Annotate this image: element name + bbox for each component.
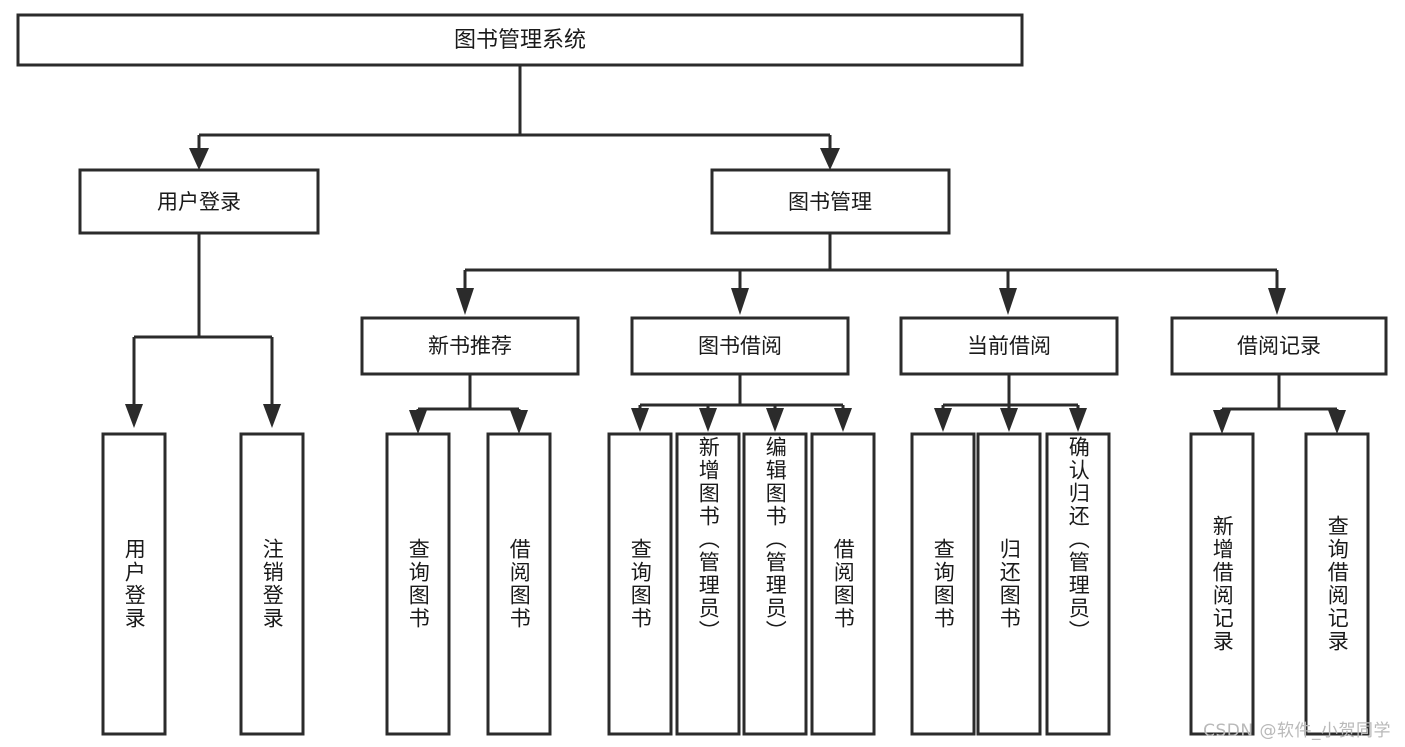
new-book-recommend-label: 新书推荐 bbox=[428, 334, 512, 358]
arrow-head-borrow-1 bbox=[631, 408, 649, 432]
arrow-head-current-2 bbox=[1000, 408, 1018, 432]
arrow-head-borrow-2 bbox=[699, 408, 717, 432]
borrow-records-box[interactable] bbox=[1170, 316, 1388, 376]
leaf-box-current-3[interactable] bbox=[1045, 432, 1111, 736]
arrow-head-records-1 bbox=[1213, 410, 1231, 434]
leaf-box-borrow-4[interactable] bbox=[810, 432, 876, 736]
user-login-label: 用户登录 bbox=[157, 190, 241, 214]
arrow-head-bookmgmt-3 bbox=[999, 288, 1017, 315]
leaf-box-new-book-1[interactable] bbox=[385, 432, 451, 736]
current-borrow-box[interactable] bbox=[899, 316, 1119, 376]
arrow-head-current-3 bbox=[1069, 408, 1087, 432]
node-root[interactable]: 图书管理系统 bbox=[16, 13, 1024, 67]
arrow-head-borrow-3 bbox=[766, 408, 784, 432]
leaf-box-current-2[interactable] bbox=[976, 432, 1042, 736]
current-borrow-label: 当前借阅 bbox=[967, 334, 1051, 358]
arrow-head-userlogin-2 bbox=[263, 404, 281, 428]
node-user-login[interactable]: 用户登录 bbox=[78, 168, 320, 235]
book-borrow-box[interactable] bbox=[630, 316, 850, 376]
arrow-head-bookmgmt-2 bbox=[731, 288, 749, 315]
node-book-management[interactable]: 图书管理 bbox=[710, 168, 951, 235]
book-management-box[interactable] bbox=[710, 168, 951, 235]
root-label: 图书管理系统 bbox=[454, 28, 586, 53]
leaf-box-new-book-2[interactable] bbox=[486, 432, 552, 736]
book-management-label: 图书管理 bbox=[788, 190, 872, 214]
node-new-book-recommend[interactable]: 新书推荐 bbox=[360, 316, 580, 376]
node-borrow-records[interactable]: 借阅记录 bbox=[1170, 316, 1388, 376]
leaf-box-records-1[interactable] bbox=[1189, 432, 1255, 736]
arrow-head-userlogin-1 bbox=[125, 404, 143, 428]
arrow-head-records-2 bbox=[1328, 410, 1346, 434]
arrow-head-to-book-mgmt bbox=[820, 148, 840, 170]
arrow-head-bookmgmt-4 bbox=[1268, 288, 1286, 315]
arrow-head-newbook-1 bbox=[409, 410, 427, 434]
book-borrow-label: 图书借阅 bbox=[698, 334, 782, 358]
leaf-box-user-login-2[interactable] bbox=[239, 432, 305, 736]
root-box[interactable] bbox=[16, 13, 1024, 67]
leaf-box-borrow-1[interactable] bbox=[607, 432, 673, 736]
leaf-box-borrow-2[interactable] bbox=[675, 432, 741, 736]
leaf-box-borrow-3[interactable] bbox=[742, 432, 808, 736]
csdn-watermark: CSDN @软件_小贺同学 bbox=[1203, 721, 1391, 741]
arrow-head-to-user-login bbox=[189, 148, 209, 170]
node-book-borrow[interactable]: 图书借阅 bbox=[630, 316, 850, 376]
leaf-box-records-2[interactable] bbox=[1304, 432, 1370, 736]
leaf-box-current-1[interactable] bbox=[910, 432, 976, 736]
leaf-box-user-login-1[interactable] bbox=[101, 432, 167, 736]
borrow-records-label: 借阅记录 bbox=[1237, 334, 1321, 358]
arrow-head-current-1 bbox=[934, 408, 952, 432]
arrow-head-bookmgmt-1 bbox=[456, 288, 474, 315]
arrow-head-borrow-4 bbox=[834, 408, 852, 432]
new-book-recommend-box[interactable] bbox=[360, 316, 580, 376]
arrow-head-newbook-2 bbox=[510, 410, 528, 434]
node-current-borrow[interactable]: 当前借阅 bbox=[899, 316, 1119, 376]
